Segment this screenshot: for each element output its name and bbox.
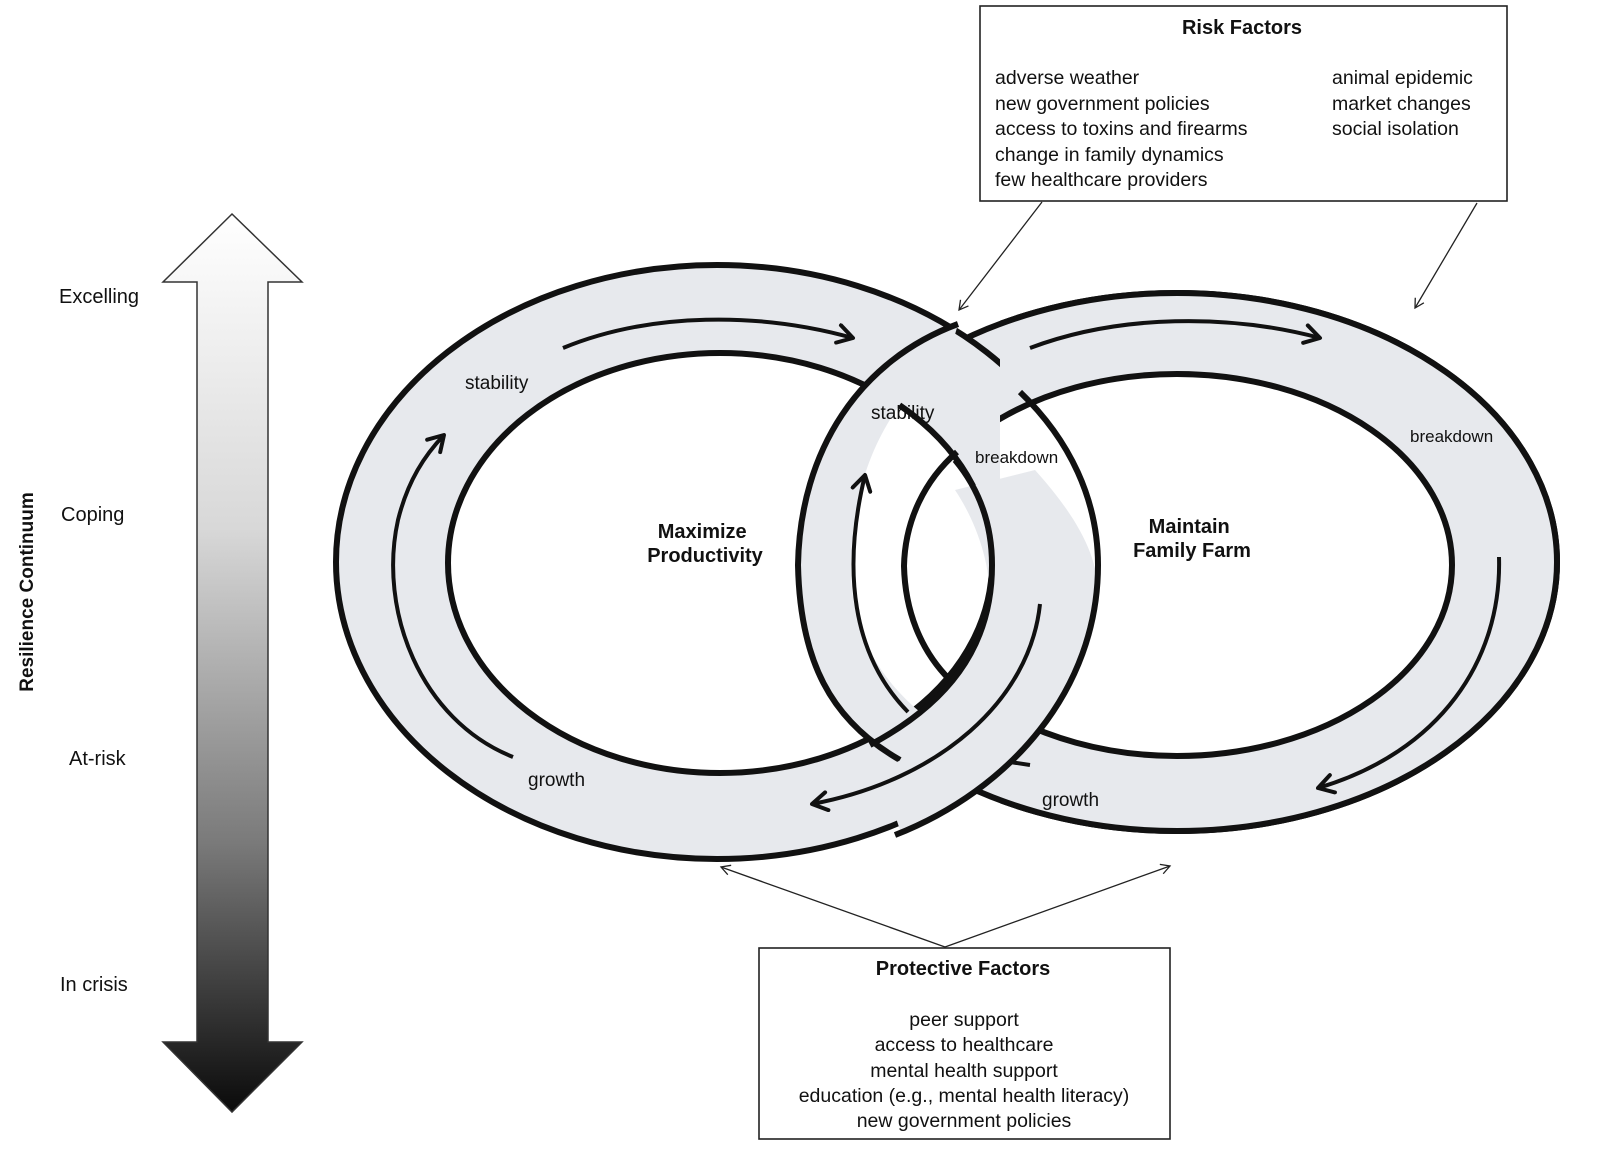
overlap-up-arrow: [850, 473, 910, 714]
protective-item: new government policies: [857, 1110, 1072, 1132]
risk-factors-title: Risk Factors: [1182, 17, 1302, 39]
risk-item: access to toxins and firearms: [995, 118, 1248, 140]
protective-factors-box: [758, 947, 1171, 1140]
risk-pointer-right: [1414, 202, 1478, 310]
right-ring-left-band: [794, 321, 960, 763]
right-ring-breakdown-inner: breakdown: [975, 448, 1058, 467]
risk-item: social isolation: [1332, 118, 1459, 140]
level-excelling: Excelling: [59, 286, 139, 308]
risk-item: change in family dynamics: [995, 144, 1224, 166]
level-coping: Coping: [61, 504, 124, 526]
right-ring-breakdown-outer: breakdown: [1410, 427, 1493, 446]
protective-item: access to healthcare: [875, 1034, 1054, 1056]
level-at-risk: At-risk: [69, 748, 127, 770]
left-ring-center-label: Maximize Productivity: [647, 521, 763, 567]
right-ring-right-arrow: [1316, 556, 1502, 795]
protective-factors-title: Protective Factors: [876, 958, 1051, 980]
right-ring-growth: growth: [1042, 790, 1099, 811]
right-ring-top-arrow: [1029, 319, 1322, 350]
protective-pointer-right: [944, 863, 1172, 948]
risk-factors-box: [979, 5, 1508, 202]
risk-item: animal epidemic: [1332, 67, 1473, 89]
left-ring-lower-band: [868, 389, 1102, 838]
protective-item: education (e.g., mental health literacy): [799, 1085, 1130, 1107]
level-in-crisis: In crisis: [60, 974, 128, 996]
risk-item: market changes: [1332, 93, 1471, 115]
risk-item: adverse weather: [995, 67, 1140, 89]
left-ring-left-arrow: [391, 433, 514, 759]
protective-item: mental health support: [870, 1060, 1058, 1082]
left-ring-growth: growth: [528, 770, 585, 791]
right-ring-stability: stability: [871, 403, 935, 424]
risk-item: few healthcare providers: [995, 169, 1208, 191]
overlap-down-arrow: [810, 603, 1042, 813]
right-ring-overlap: [1000, 290, 1560, 834]
risk-item: new government policies: [995, 93, 1210, 115]
left-ring-stability: stability: [465, 373, 529, 394]
risk-pointer-left: [958, 201, 1043, 312]
left-ring-top-arrow: [562, 317, 855, 350]
resilience-gradient-arrow: [161, 212, 304, 1114]
right-ring-center-label: Maintain Family Farm: [1133, 516, 1251, 562]
axis-title: Resilience Continuum: [17, 492, 38, 692]
right-ring-bottom-stub: [1009, 760, 1031, 767]
protective-item: peer support: [909, 1009, 1019, 1031]
protective-pointer-left: [719, 864, 946, 948]
